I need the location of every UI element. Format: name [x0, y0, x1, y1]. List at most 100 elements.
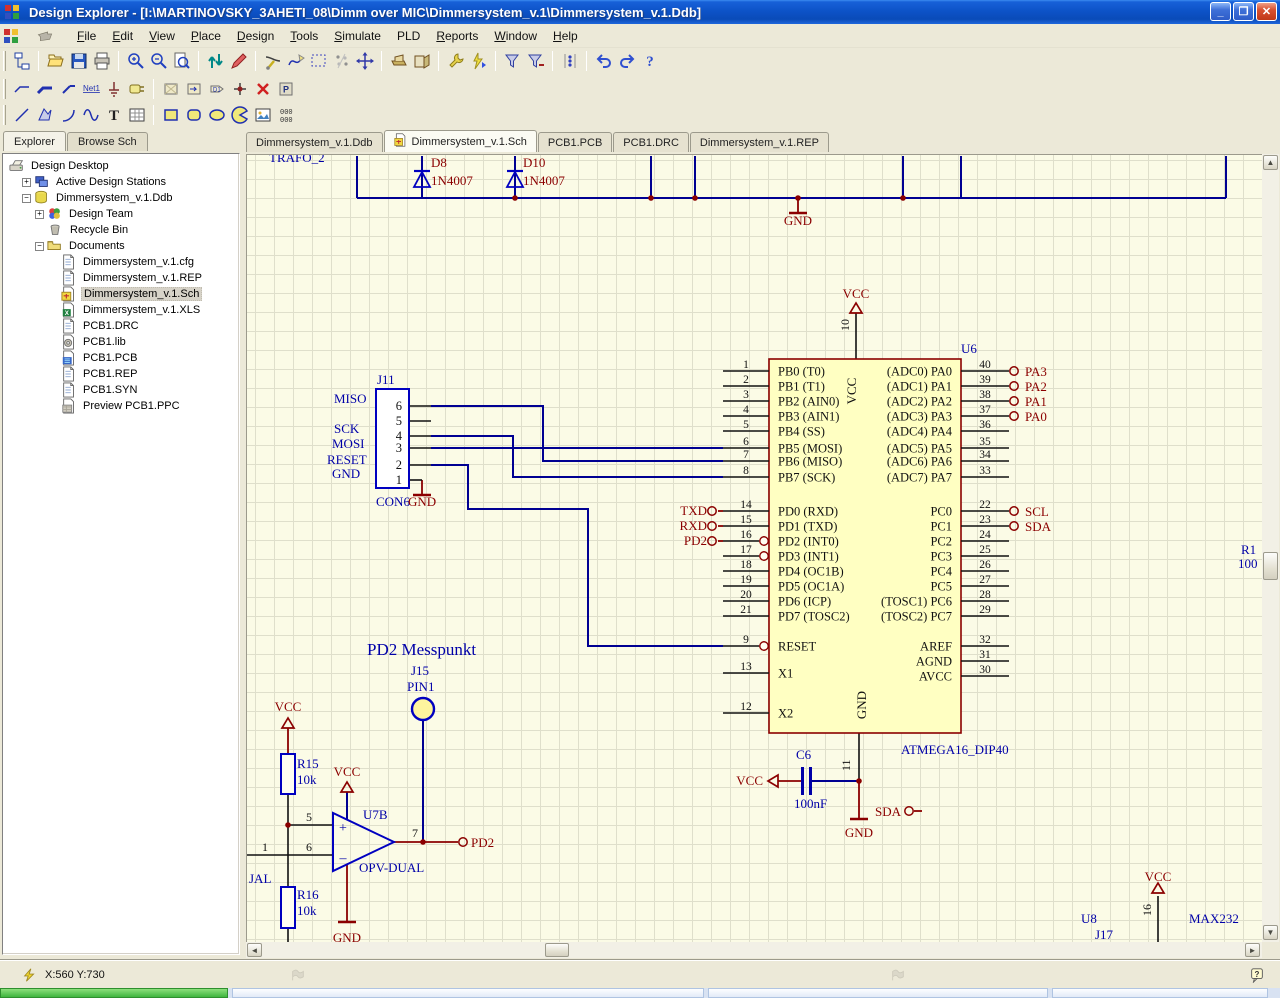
doc-tab-pcb1-pcb[interactable]: PCB1.PCB — [538, 132, 612, 152]
design-manager-button[interactable] — [10, 50, 33, 72]
menu-edit[interactable]: Edit — [104, 26, 141, 46]
tree-item-dimmersystem-v-1-sch[interactable]: Dimmersystem_v.1.Sch — [3, 286, 239, 302]
close-button[interactable]: ✕ — [1256, 2, 1277, 21]
menu-help[interactable]: Help — [545, 26, 586, 46]
scroll-left-button[interactable]: ◄ — [247, 943, 262, 957]
filter-objects-2-button[interactable] — [524, 50, 547, 72]
panel-tab-browse-sch[interactable]: Browse Sch — [67, 132, 148, 151]
vertical-scrollbar[interactable]: ▲ ▼ — [1262, 154, 1279, 942]
place-pcb-directive-button[interactable]: P — [274, 78, 297, 100]
bezier-tool-button[interactable] — [284, 50, 307, 72]
add-part-button[interactable] — [410, 50, 433, 72]
doc-tab-dimmersystem-v-1-sch[interactable]: Dimmersystem_v.1.Sch — [384, 130, 537, 152]
menu-file[interactable]: File — [69, 26, 104, 46]
place-array-button[interactable]: 000000 — [274, 104, 297, 126]
restore-button[interactable]: ❐ — [1233, 2, 1254, 21]
place-round-rectangle-button[interactable] — [182, 104, 205, 126]
menu-pld[interactable]: PLD — [389, 26, 428, 46]
place-port-button[interactable]: D1 — [205, 78, 228, 100]
menu-reports[interactable]: Reports — [428, 26, 486, 46]
design-manager-arrow-icon[interactable] — [37, 28, 63, 44]
place-wire-button[interactable] — [10, 78, 33, 100]
place-no-erc-button[interactable] — [251, 78, 274, 100]
minimize-button[interactable]: _ — [1210, 2, 1231, 21]
filter-objects-button[interactable] — [501, 50, 524, 72]
menu-window[interactable]: Window — [486, 26, 545, 46]
menu-simulate[interactable]: Simulate — [326, 26, 389, 46]
redo-button[interactable] — [615, 50, 638, 72]
menu-tools[interactable]: Tools — [282, 26, 326, 46]
tree-item-active-design-stations[interactable]: +Active Design Stations — [3, 174, 239, 190]
design-tree[interactable]: Design Desktop+Active Design Stations−Di… — [2, 153, 240, 955]
place-sheet-entry-button[interactable] — [182, 78, 205, 100]
help-button[interactable]: ? — [638, 50, 661, 72]
tree-expand-toggle[interactable]: − — [35, 242, 44, 251]
tree-item-pcb1-lib[interactable]: PCB1.lib — [3, 334, 239, 350]
place-rectangle-button[interactable] — [159, 104, 182, 126]
tree-expand-toggle[interactable]: + — [22, 178, 31, 187]
wiring-tool-button[interactable] — [261, 50, 284, 72]
import-export-button[interactable] — [204, 50, 227, 72]
scroll-right-button[interactable]: ► — [1245, 943, 1260, 957]
tree-item-design-desktop[interactable]: Design Desktop — [3, 158, 239, 174]
tree-item-pcb1-drc[interactable]: PCB1.DRC — [3, 318, 239, 334]
place-junction-button[interactable] — [228, 78, 251, 100]
scroll-down-button[interactable]: ▼ — [1263, 925, 1278, 940]
menu-place[interactable]: Place — [183, 26, 229, 46]
move-object-button[interactable] — [353, 50, 376, 72]
place-polygon-button[interactable] — [33, 104, 56, 126]
tree-item-pcb1-pcb[interactable]: PCB1.PCB — [3, 350, 239, 366]
place-text-button[interactable]: T — [102, 104, 125, 126]
save-document-button[interactable] — [67, 50, 90, 72]
place-net-label-button[interactable]: Net1 — [79, 78, 102, 100]
place-pie-button[interactable] — [228, 104, 251, 126]
toolbar-handle[interactable] — [3, 79, 6, 99]
toolbar-handle[interactable] — [3, 105, 6, 125]
place-table-button[interactable] — [125, 104, 148, 126]
open-document-button[interactable] — [44, 50, 67, 72]
doc-tab-dimmersystem-v-1-ddb[interactable]: Dimmersystem_v.1.Ddb — [246, 132, 383, 152]
deselect-all-button[interactable] — [330, 50, 353, 72]
place-sheet-symbol-button[interactable] — [159, 78, 182, 100]
print-button[interactable] — [90, 50, 113, 72]
select-area-button[interactable] — [307, 50, 330, 72]
place-graphic-button[interactable] — [251, 104, 274, 126]
tree-item-pcb1-rep[interactable]: PCB1.REP — [3, 366, 239, 382]
place-line-button[interactable] — [10, 104, 33, 126]
tree-item-design-team[interactable]: +Design Team — [3, 206, 239, 222]
place-part-button[interactable] — [125, 78, 148, 100]
scroll-up-button[interactable]: ▲ — [1263, 155, 1278, 170]
help-balloon-icon[interactable]: ? — [1249, 967, 1269, 983]
zoom-out-button[interactable] — [147, 50, 170, 72]
run-simulation-button[interactable] — [467, 50, 490, 72]
draw-wire-button[interactable] — [227, 50, 250, 72]
panel-tab-explorer[interactable]: Explorer — [3, 131, 66, 151]
tree-item-dimmersystem-v-1-cfg[interactable]: Dimmersystem_v.1.cfg — [3, 254, 239, 270]
tree-item-preview-pcb1-ppc[interactable]: Preview PCB1.PPC — [3, 398, 239, 414]
place-arc-button[interactable] — [56, 104, 79, 126]
menu-design[interactable]: Design — [229, 26, 282, 46]
menu-view[interactable]: View — [141, 26, 183, 46]
tree-item-documents[interactable]: −Documents — [3, 238, 239, 254]
zoom-in-button[interactable] — [124, 50, 147, 72]
place-curve-button[interactable] — [79, 104, 102, 126]
browse-library-button[interactable] — [387, 50, 410, 72]
tree-expand-toggle[interactable]: + — [35, 210, 44, 219]
undo-button[interactable] — [592, 50, 615, 72]
tree-item-dimmersystem-v-1-ddb[interactable]: −Dimmersystem_v.1.Ddb — [3, 190, 239, 206]
tree-item-pcb1-syn[interactable]: PCB1.SYN — [3, 382, 239, 398]
tree-item-dimmersystem-v-1-xls[interactable]: XDimmersystem_v.1.XLS — [3, 302, 239, 318]
place-bus-entry-button[interactable] — [56, 78, 79, 100]
toolbar-handle[interactable] — [3, 51, 6, 71]
preferences-wrench-button[interactable] — [444, 50, 467, 72]
tree-item-dimmersystem-v-1-rep[interactable]: Dimmersystem_v.1.REP — [3, 270, 239, 286]
doc-tab-dimmersystem-v-1-rep[interactable]: Dimmersystem_v.1.REP — [690, 132, 829, 152]
tree-expand-toggle[interactable]: − — [22, 194, 31, 203]
doc-tab-pcb1-drc[interactable]: PCB1.DRC — [613, 132, 689, 152]
schematic-canvas[interactable]: 6543211PB0 (T0)2PB1 (T1)3PB2 (AIN0)4PB3 … — [246, 154, 1262, 942]
horizontal-scroll-thumb[interactable] — [545, 943, 569, 957]
vertical-scroll-thumb[interactable] — [1263, 552, 1278, 580]
place-power-port-button[interactable] — [102, 78, 125, 100]
align-objects-button[interactable] — [558, 50, 581, 72]
zoom-document-button[interactable] — [170, 50, 193, 72]
